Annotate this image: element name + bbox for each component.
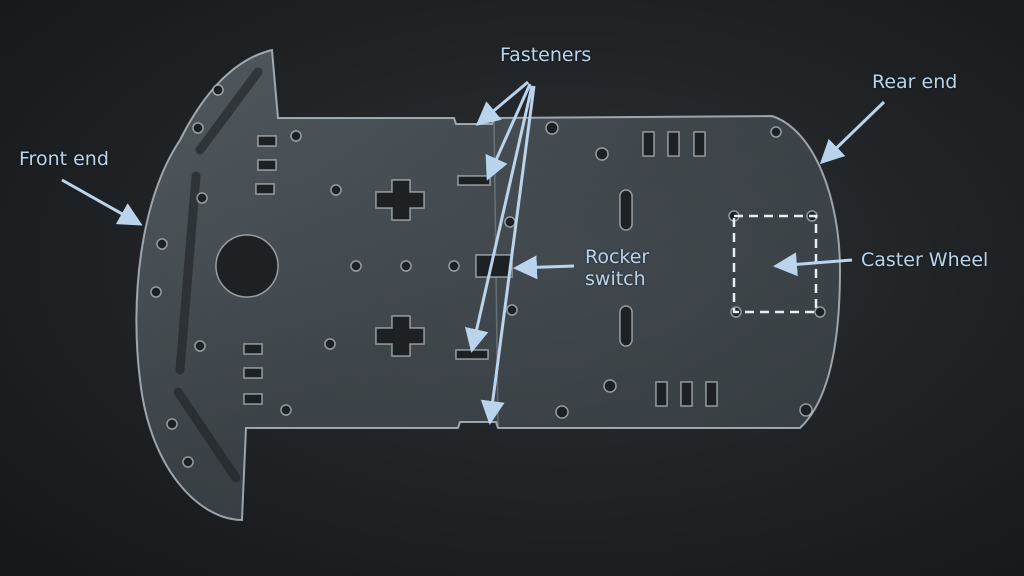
fasteners-label: Fasteners [500,44,592,66]
rocker-switch-label-line-2: switch [585,268,646,290]
fastener-arrow-4 [480,85,536,425]
front-end-label: Front end [19,148,109,170]
fastener-arrow-1 [475,80,529,126]
caster-wheel-arrow [773,252,853,277]
rocker-switch-arrow [513,255,575,280]
rear-end-arrow [819,100,886,165]
fastener-arrow-2 [485,83,532,181]
rocker-switch-label: Rocker switch [585,246,649,290]
caster-wheel-outline [732,214,818,314]
fastener-arrow-3 [464,85,534,353]
front-end-arrow [61,178,143,226]
rear-end-label: Rear end [872,71,958,93]
caster-wheel-label: Caster Wheel [861,249,989,271]
annotation-arrows [61,80,886,425]
rocker-switch-label-line-1: Rocker [585,246,650,268]
